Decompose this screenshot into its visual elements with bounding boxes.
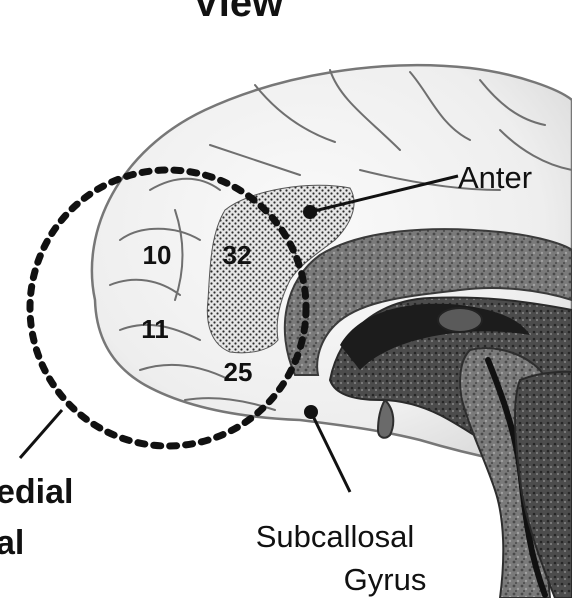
area-32-label: 32 bbox=[223, 240, 252, 270]
medial-label-line1: edial bbox=[0, 473, 73, 511]
medial-pointer bbox=[20, 410, 62, 458]
subcallosal-label-line1: Subcallosal bbox=[256, 519, 415, 554]
area-11-label: 11 bbox=[141, 314, 169, 344]
area-25-label: 25 bbox=[224, 357, 253, 387]
anterior-label: Anter bbox=[458, 160, 532, 195]
fornix-shape bbox=[438, 308, 482, 332]
medial-label-line2: al bbox=[0, 524, 24, 562]
title-fragment: View bbox=[193, 0, 284, 25]
area-10-label: 10 bbox=[143, 240, 172, 270]
subcallosal-label-line2: Gyrus bbox=[344, 562, 427, 597]
